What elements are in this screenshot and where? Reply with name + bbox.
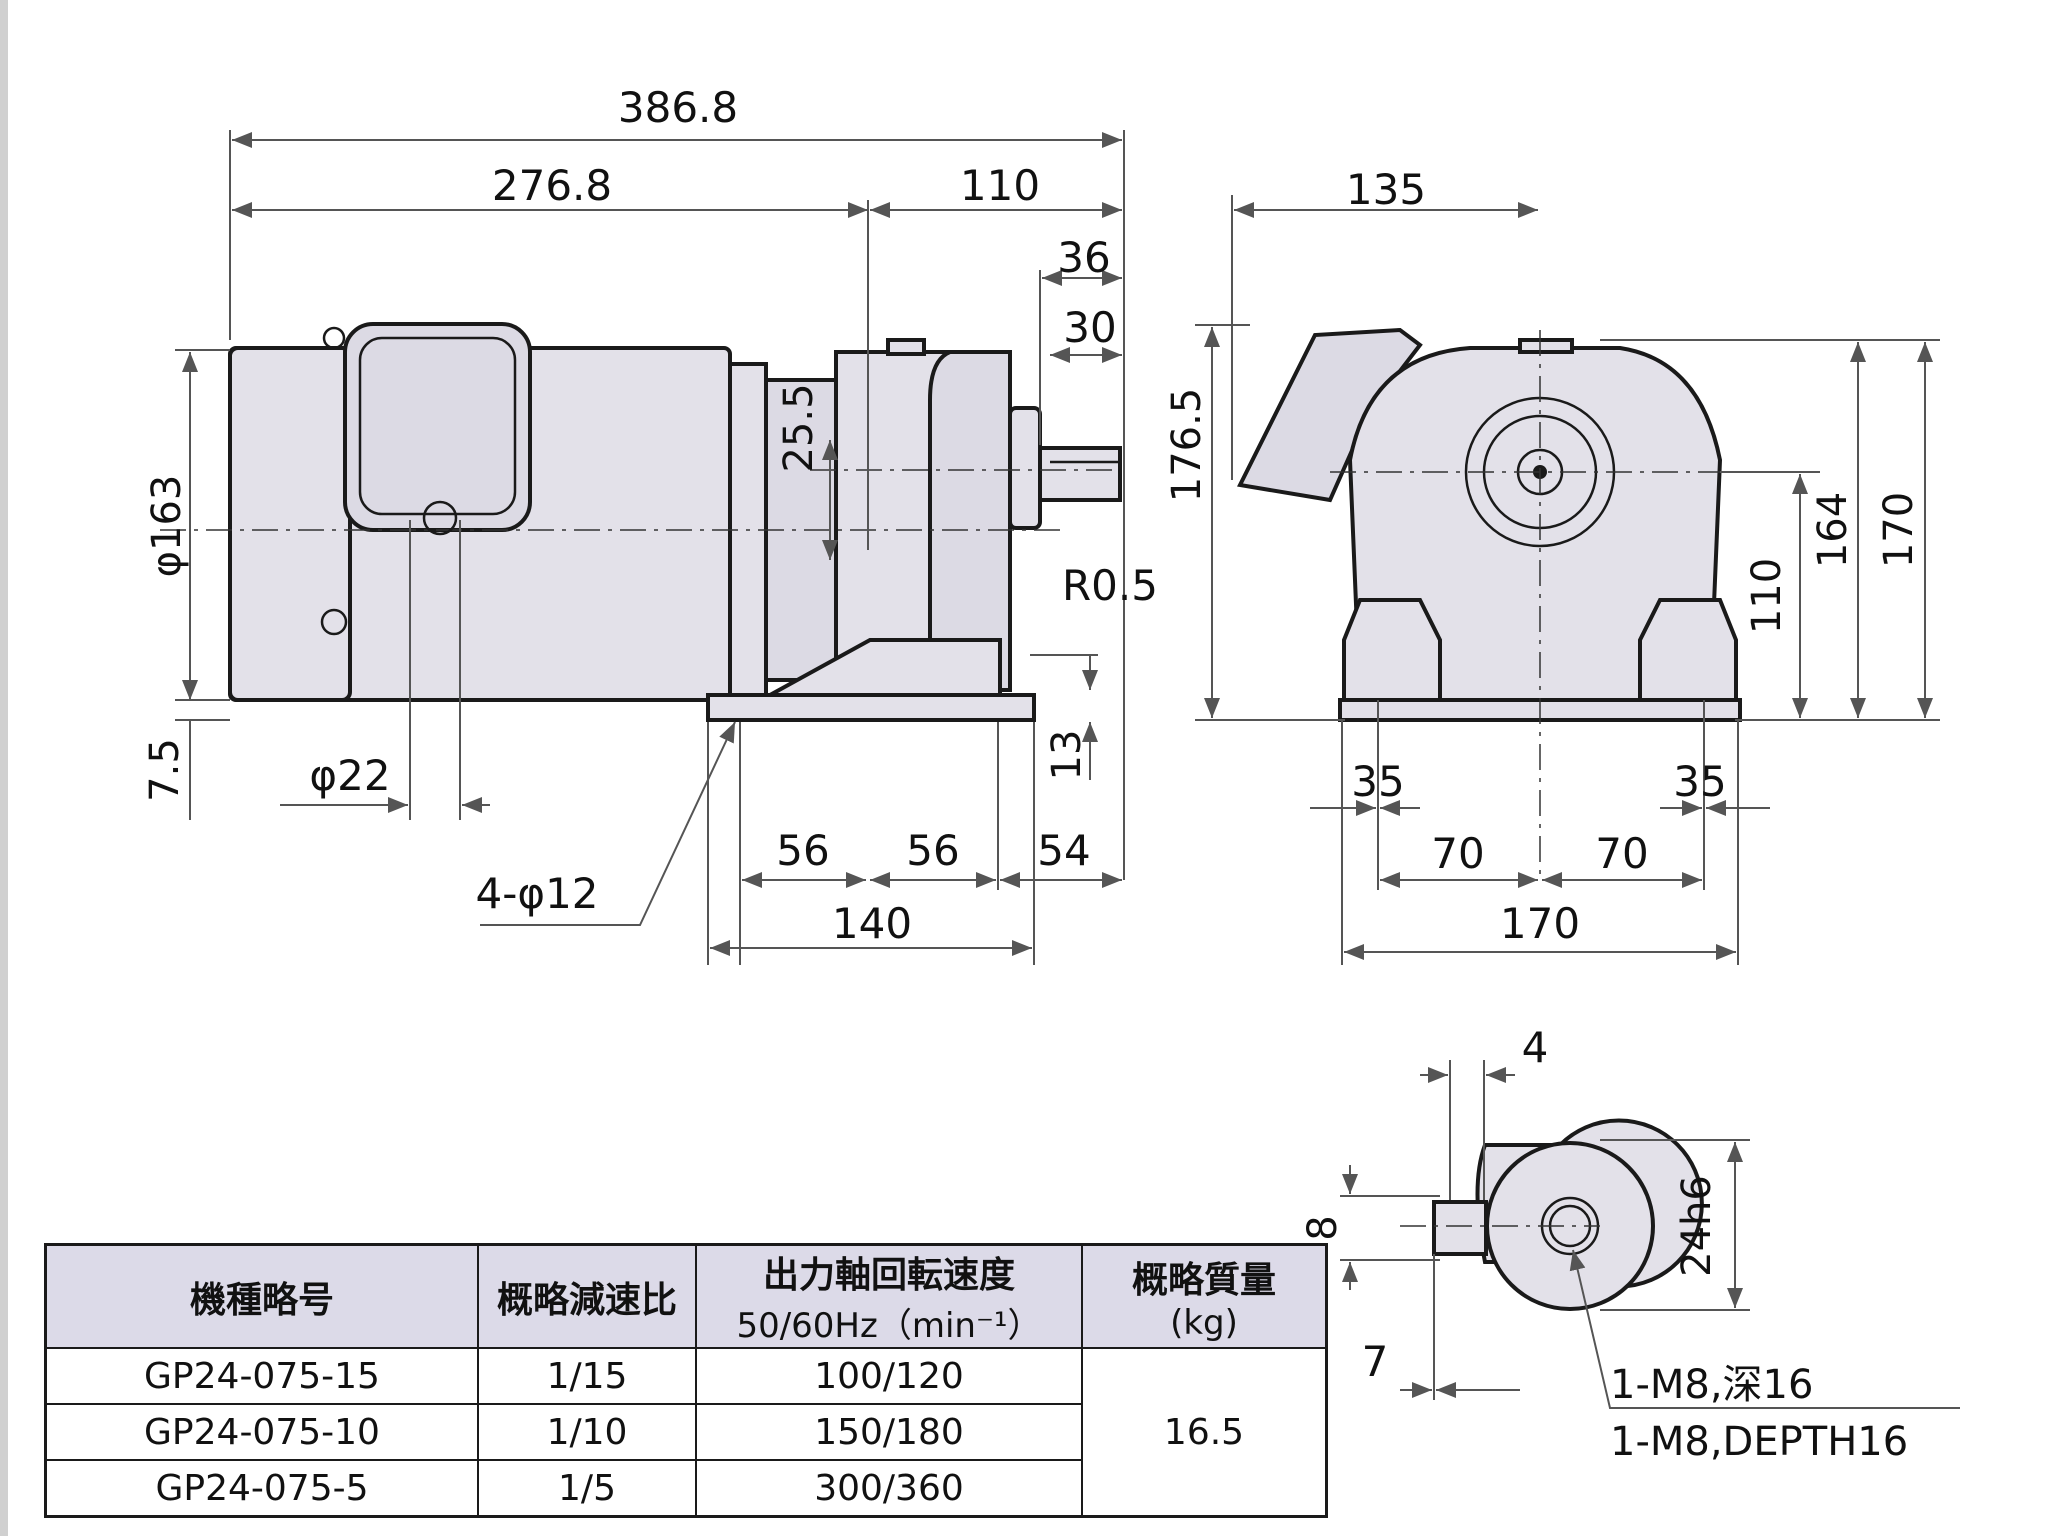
- side-terminal-box: [1237, 327, 1423, 503]
- cell-model: GP24-075-5: [44, 1459, 479, 1518]
- th-model: 機種略号: [44, 1243, 479, 1349]
- dim-key-width: 4: [1522, 1023, 1549, 1072]
- cell-mass: 16.5: [1081, 1347, 1328, 1518]
- cell-speed: 100/120: [695, 1347, 1083, 1405]
- dim-side-width-top: 135: [1346, 165, 1426, 214]
- dim-key-length: 30: [1063, 303, 1116, 352]
- dim-radius: R0.5: [1062, 561, 1158, 610]
- cell-ratio: 1/15: [477, 1347, 697, 1405]
- dim-foot-thickness: 13: [1044, 730, 1090, 781]
- motor-flange: [728, 362, 768, 702]
- cell-speed: 150/180: [695, 1403, 1083, 1461]
- shaft-key: [1432, 1200, 1488, 1256]
- dim-hole-pitch-1: 56: [776, 826, 829, 875]
- dim-base-length: 140: [832, 899, 912, 948]
- shaft-detail-dimension-lines: [1340, 1060, 1960, 1409]
- spec-table: 機種略号 概略減速比 出力軸回転速度 50/60Hz（min⁻¹） 概略質量 (…: [44, 1243, 1328, 1518]
- mounting-foot: [706, 693, 1036, 722]
- output-shaft: [1038, 446, 1122, 502]
- th-ratio: 概略減速比: [477, 1243, 697, 1349]
- bearing-boss: [1008, 406, 1042, 530]
- dim-half-width-left: 70: [1431, 829, 1484, 878]
- table-header-row: 機種略号 概略減速比 出力軸回転速度 50/60Hz（min⁻¹） 概略質量 (…: [44, 1243, 1328, 1349]
- cell-speed: 300/360: [695, 1459, 1083, 1518]
- dim-shaft-height: 110: [1744, 558, 1790, 634]
- cell-model: GP24-075-10: [44, 1403, 479, 1461]
- side-view: [1237, 327, 1760, 880]
- dim-key-depth: 7: [1362, 1337, 1389, 1386]
- cell-model: GP24-075-15: [44, 1347, 479, 1405]
- terminal-box: [343, 322, 532, 532]
- dim-terminal-diameter: φ22: [309, 751, 390, 800]
- motor-end-cap: [228, 346, 352, 702]
- dim-gearhead-length: 110: [960, 161, 1040, 210]
- front-dimension-labels: 386.8 276.8 110 36 30 25.5 φ163 7.5 φ22 …: [142, 83, 1158, 948]
- dim-shaft-offset: 25.5: [776, 383, 822, 472]
- dim-shaft-end: 54: [1037, 826, 1090, 875]
- dim-foot-right: 35: [1673, 757, 1726, 806]
- cell-ratio: 1/5: [477, 1459, 697, 1518]
- foot-rib: [769, 638, 1002, 697]
- th-mass: 概略質量 (kg): [1081, 1243, 1328, 1349]
- dim-height-170: 170: [1876, 492, 1922, 568]
- ground-terminal: [320, 608, 348, 636]
- dim-motor-diameter: φ163: [144, 475, 190, 578]
- th-speed-sub: 50/60Hz（min⁻¹）: [736, 1306, 1042, 1346]
- dim-height-164: 164: [1810, 492, 1856, 568]
- front-view: [160, 322, 1122, 722]
- breather-plug: [886, 338, 926, 356]
- dim-shaft-tolerance: 24h6: [1674, 1175, 1720, 1277]
- table-row: GP24-075-10 1/10 150/180: [44, 1403, 1327, 1461]
- cell-ratio: 1/10: [477, 1403, 697, 1461]
- dim-motor-length: 276.8: [492, 161, 612, 210]
- dim-shaft-length: 36: [1057, 233, 1110, 282]
- table-row: GP24-075-15 1/15 100/120 16.5: [44, 1347, 1328, 1518]
- tap-note-en: 1-M8,DEPTH16: [1610, 1419, 1908, 1465]
- th-mass-label: 概略質量: [1131, 1259, 1276, 1301]
- tap-note-jp: 1-M8,深16: [1610, 1362, 1813, 1408]
- dim-foot-left: 35: [1351, 757, 1404, 806]
- left-margin-bar: [0, 0, 8, 1536]
- shaft-detail-labels: 4 8 7 24h6 1-M8,深16 1-M8,DEPTH16: [1300, 1023, 1908, 1465]
- dim-half-width-right: 70: [1595, 829, 1648, 878]
- dim-hole-pitch-2: 56: [906, 826, 959, 875]
- dim-bottom-offset: 7.5: [142, 738, 188, 802]
- side-dimension-lines: [1195, 195, 1940, 965]
- side-top-boss: [1518, 338, 1574, 354]
- side-gear-body: [1347, 346, 1723, 702]
- front-dimension-lines: [175, 130, 1125, 965]
- dim-key-height: 8: [1300, 1215, 1346, 1240]
- dim-side-height-total: 176.5: [1164, 388, 1210, 503]
- cable-gland: [422, 500, 458, 536]
- dim-mount-holes: 4-φ12: [475, 869, 598, 918]
- side-dimension-labels: 135 176.5 110 164 170 35 35 70 70 170: [1164, 165, 1922, 948]
- th-speed-label: 出力軸回転速度: [762, 1255, 1015, 1296]
- shaft-detail: [1400, 1118, 1704, 1311]
- th-speed: 出力軸回転速度 50/60Hz（min⁻¹）: [695, 1243, 1083, 1349]
- lifting-hole: [322, 326, 346, 350]
- dim-overall-length: 386.8: [618, 83, 738, 132]
- th-mass-sub: (kg): [1170, 1302, 1238, 1343]
- terminal-box-inner: [358, 336, 517, 516]
- dim-base-width: 170: [1500, 899, 1580, 948]
- table-row: GP24-075-5 1/5 300/360: [44, 1459, 1327, 1518]
